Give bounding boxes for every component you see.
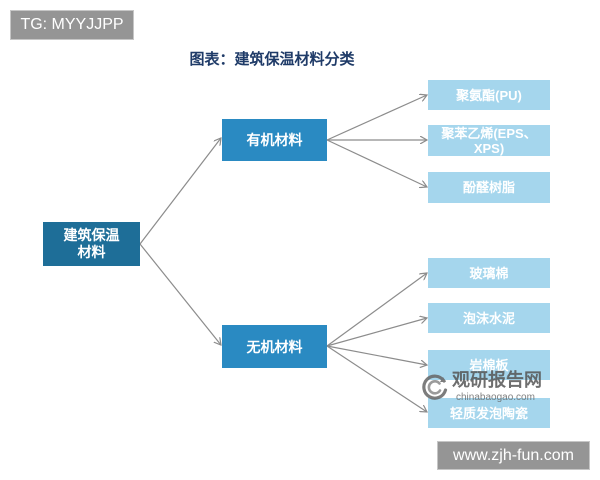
leaf-label: 酚醛树脂 bbox=[462, 180, 515, 195]
leaf-label: 聚氨酯(PU) bbox=[456, 87, 522, 103]
leaf-label: 轻质发泡陶瓷 bbox=[449, 405, 528, 421]
leaf-node-foam-cement: 泡沫水泥 bbox=[428, 303, 550, 333]
watermark-brand: 观研报告网 bbox=[452, 370, 542, 390]
watermark-logo: 观研报告网 chinabaogao.com bbox=[419, 370, 549, 406]
leaf-node-eps-xps: 聚苯乙烯(EPS、 XPS) bbox=[428, 125, 550, 156]
arrow-organic-to-pu bbox=[326, 95, 427, 141]
root-node-line-2: 材料 bbox=[77, 244, 106, 260]
arrow-inorganic-to-foam-ceramic bbox=[326, 345, 427, 412]
leaf-label-line-1: 聚苯乙烯(EPS、 bbox=[441, 125, 537, 141]
arrow-inorganic-to-rock-wool bbox=[326, 345, 427, 365]
source-badge: TG: MYYJJPP bbox=[10, 10, 134, 40]
leaf-label: 泡沫水泥 bbox=[462, 310, 515, 326]
arrow-root-to-organic bbox=[139, 138, 221, 245]
branch-label: 有机材料 bbox=[246, 132, 303, 148]
swirl-logo-icon bbox=[422, 374, 448, 400]
leaf-label: 岩棉板 bbox=[469, 357, 509, 373]
leaf-label: 玻璃棉 bbox=[469, 265, 509, 281]
leaf-node-foam-ceramic: 轻质发泡陶瓷 bbox=[428, 398, 550, 428]
branch-node-inorganic: 无机材料 bbox=[222, 325, 327, 368]
chart-title: 图表：建筑保温材料分类 bbox=[189, 51, 355, 68]
arrow-inorganic-to-glass-wool bbox=[326, 273, 427, 347]
branch-node-organic: 有机材料 bbox=[222, 119, 327, 161]
leaf-node-rock-wool: 岩棉板 bbox=[428, 350, 550, 380]
arrow-organic-to-phenolic bbox=[326, 139, 427, 187]
root-node-line-1: 建筑保温 bbox=[63, 227, 120, 243]
branch-label: 无机材料 bbox=[246, 338, 303, 355]
leaf-label-line-2: XPS) bbox=[473, 140, 505, 156]
arrow-root-to-inorganic bbox=[139, 243, 221, 345]
leaf-node-glass-wool: 玻璃棉 bbox=[428, 258, 550, 288]
site-url-badge: www.zjh-fun.com bbox=[437, 441, 590, 470]
root-node: 建筑保温 材料 bbox=[43, 222, 140, 266]
watermark-domain: chinabaogao.com bbox=[456, 392, 535, 403]
arrow-inorganic-to-foam-cement bbox=[326, 318, 427, 347]
leaf-node-phenolic: 酚醛树脂 bbox=[428, 172, 550, 203]
leaf-node-pu: 聚氨酯(PU) bbox=[428, 80, 550, 110]
